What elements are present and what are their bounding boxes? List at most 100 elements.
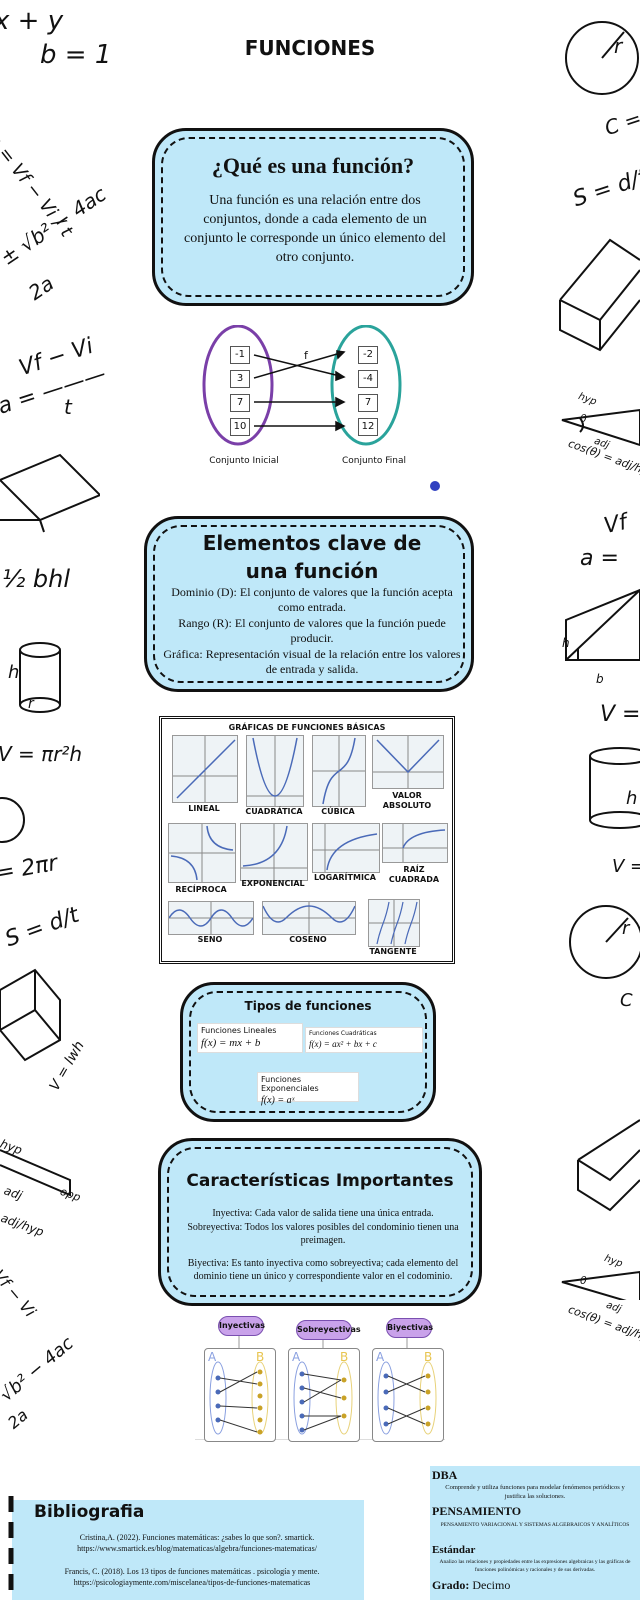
dominio-text: Dominio (D): El conjunto de valores que … (171, 585, 453, 614)
doodle-formula: V = (600, 702, 640, 727)
pill-sobreyectivas: Sobreyectivas (296, 1320, 361, 1340)
graph-label-valor-absoluto: VALOR ABSOLUTO (382, 791, 432, 810)
elementos-heading: Elementos clave de una función (202, 531, 422, 583)
set-b-label: B (424, 1350, 433, 1364)
initial-value: -1 (230, 346, 250, 364)
pill-inyectivas: Inyectivas (218, 1316, 265, 1336)
mapping-types-arrows (209, 1361, 437, 1435)
doodle-formula: r (614, 34, 623, 58)
right-sketches (559, 21, 640, 1300)
doodle-formula: h (8, 662, 20, 683)
doodle-formula: θ (580, 412, 587, 425)
reference-item: Cristina,A. (2022). Funciones matemática… (77, 1533, 317, 1553)
pensamiento-label: PENSAMIENTO (432, 1504, 522, 1518)
doodle-formula: r (622, 918, 630, 939)
que-es-card: ¿Qué es una función? Una función es una … (152, 128, 474, 306)
pensamiento-text: PENSAMIENTO VARIACIONAL Y SISTEMAS ALGEB… (440, 1522, 630, 1528)
arrow-label: f (304, 349, 308, 362)
rango-text: Rango (R): El conjunto de valores que la… (178, 616, 446, 645)
grafica-text: Gráfica: Representación visual de la rel… (163, 647, 461, 676)
bibliografia-panel: Bibliografia Cristina,A. (2022). Funcion… (8, 1496, 364, 1600)
mapping-diagram-arrows (202, 325, 402, 446)
graph-exponencial (240, 823, 308, 881)
dba-text: Comprende y utiliza funciones para model… (445, 1484, 625, 1500)
graph-label-seno: SENO (197, 935, 223, 944)
graph-label-logaritmica: LOGARÍTMICA (314, 873, 376, 882)
caracteristicas-heading: Características Importantes (186, 1171, 454, 1191)
initial-value: 10 (230, 418, 250, 436)
pill-biyectivas: Biyectivas (386, 1318, 433, 1338)
initial-set-label: Conjunto Inicial (209, 456, 279, 466)
que-es-text: Una función es una relación entre dos co… (183, 193, 447, 265)
doodle-formula: θ (580, 1274, 587, 1287)
set-a-label: A (292, 1350, 301, 1364)
graph-logaritmica (312, 823, 380, 873)
final-value: 12 (358, 418, 378, 436)
final-value: -4 (358, 370, 378, 388)
tipos-heading: Tipos de funciones (244, 999, 372, 1013)
set-b-label: B (340, 1350, 349, 1364)
doodle-formula: b (596, 672, 604, 686)
doodle-formula: h (626, 788, 638, 809)
doodle-formula: adj (604, 1299, 623, 1316)
doodle-formula: t (64, 395, 72, 419)
que-es-heading: ¿Qué es una función? (211, 153, 415, 178)
graph-label-tangente: TANGENTE (369, 947, 417, 956)
bibliografia-heading: Bibliografia (34, 1502, 145, 1522)
estandar-label: Estándar (432, 1544, 476, 1556)
tipo-exponencial: Funciones Exponenciales f(x) = aˣ (257, 1072, 359, 1106)
graph-label-reciproca: RECÍPROCA (175, 885, 227, 894)
graph-raiz-cuadrada (382, 823, 448, 863)
graph-label-cuadratica: CUADRÁTICA (245, 807, 303, 816)
graph-cubica (312, 735, 366, 807)
graph-label-cubica: CÚBICA (321, 807, 355, 816)
tipo-exponencial-name: Funciones Exponenciales (261, 1075, 319, 1093)
graph-tangente (368, 899, 420, 947)
graph-valor-absoluto (372, 735, 444, 789)
initial-value: 3 (230, 370, 250, 388)
graph-label-raiz-cuadrada: RAÍZ CUADRADA (388, 865, 440, 884)
grado-label: Grado: (432, 1578, 470, 1592)
curriculo-panel: DBA Comprende y utiliza funciones para m… (430, 1466, 640, 1600)
tipo-lineal: Funciones Lineales f(x) = mx + b (197, 1023, 303, 1053)
graph-reciproca (168, 823, 236, 883)
final-value: -2 (358, 346, 378, 364)
left-sketches (0, 453, 100, 1197)
graph-label-lineal: LINEAL (188, 804, 220, 813)
tipos-card: Tipos de funciones Funciones Lineales f(… (180, 982, 436, 1122)
tipo-lineal-name: Funciones Lineales (201, 1026, 277, 1035)
graph-label-exponencial: EXPONENCIAL (241, 879, 305, 888)
reference-item: Francis, C. (2018). Los 13 tipos de func… (64, 1567, 320, 1587)
tipo-exponencial-formula: f(x) = aˣ (261, 1095, 295, 1106)
graficas-panel: GRÁFICAS DE FUNCIONES BÁSICAS LINEAL CUA… (159, 716, 455, 964)
estandar-text: Analizo las relaciones y propiedades ent… (439, 1559, 631, 1573)
graph-coseno (262, 901, 356, 935)
graph-cuadratica (246, 735, 304, 807)
doodle-formula: ½ bhl (2, 565, 71, 593)
grado: Grado: Decimo (432, 1578, 510, 1593)
sobreyectiva-text: Sobreyectiva: Todos los valores posibles… (187, 1222, 459, 1246)
dashed-border-accent (8, 1496, 14, 1600)
caracteristicas-card: Características Importantes Inyectiva: C… (158, 1138, 482, 1306)
page-title: FUNCIONES (244, 36, 376, 60)
final-set-label: Conjunto Final (341, 456, 407, 466)
graph-label-coseno: COSENO (289, 935, 327, 944)
doodle-formula: V = πr²h (0, 742, 83, 766)
graph-lineal (172, 735, 238, 803)
doodle-formula: b = 1 (40, 40, 112, 70)
graph-seno (168, 901, 254, 935)
tipo-cuadratica-name: Funciones Cuadráticas (309, 1030, 377, 1037)
doodle-formula: x + y (0, 6, 64, 36)
elementos-card: Elementos clave de una función Dominio (… (144, 516, 474, 692)
doodle-formula: C = (620, 990, 640, 1011)
final-value: 7 (358, 394, 378, 412)
graficas-title: GRÁFICAS DE FUNCIONES BÁSICAS (228, 723, 386, 732)
set-a-label: A (208, 1350, 217, 1364)
set-b-label: B (256, 1350, 265, 1364)
doodle-formula: r (28, 696, 34, 712)
logo-icon (430, 481, 440, 491)
dba-label: DBA (432, 1468, 458, 1482)
tipo-cuadratica: Funciones Cuadráticas f(x) = ax² + bx + … (305, 1027, 423, 1053)
tipo-cuadratica-formula: f(x) = ax² + bx + c (309, 1039, 377, 1049)
doodle-formula: a = (580, 546, 619, 571)
